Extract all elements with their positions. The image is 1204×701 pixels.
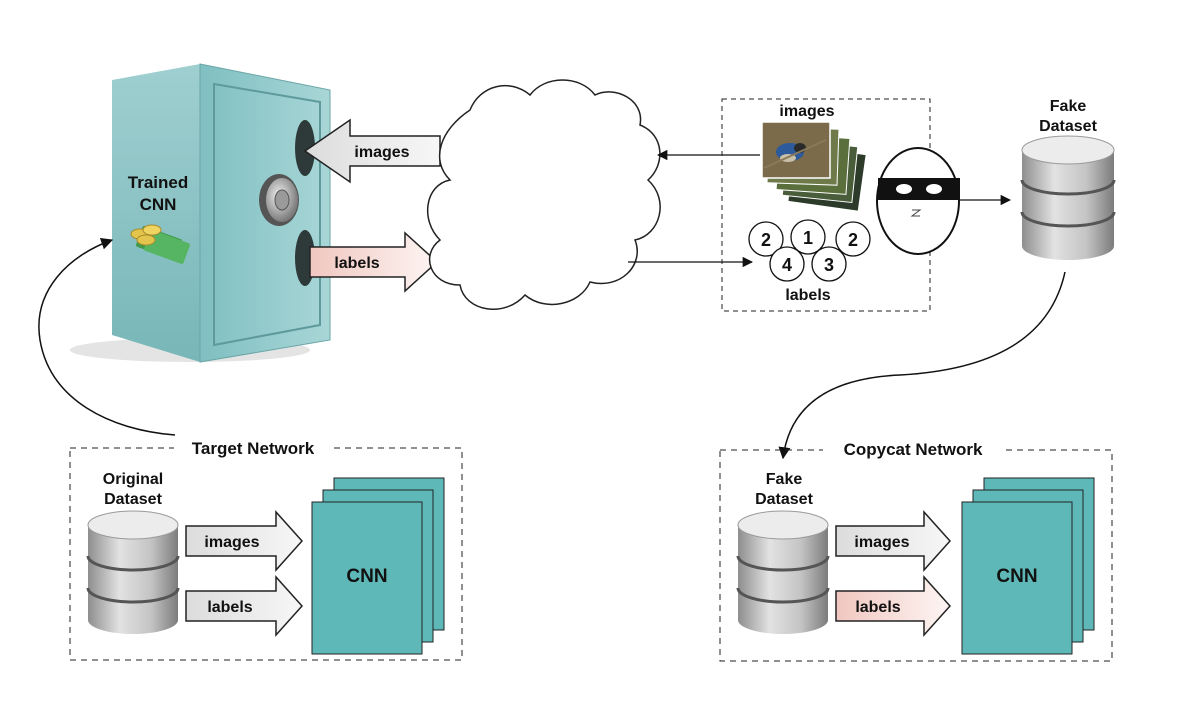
target-labels-label: labels: [207, 599, 252, 616]
copycat-dataset-line1: Fake: [766, 471, 803, 488]
target-network-box: [69, 447, 463, 661]
query-box: [721, 98, 931, 312]
money-icon: [130, 224, 190, 264]
copycat-dataset-database-icon: [736, 510, 830, 634]
label-number: 3: [824, 255, 834, 275]
label-number: 2: [848, 230, 858, 250]
image-stack-icon: [761, 121, 866, 211]
attacker-mask-icon: [876, 147, 960, 255]
copycat-labels-arrow: labels: [835, 575, 952, 637]
label-circle: [790, 219, 826, 255]
dataset-to-copycat-arrow: [778, 271, 1066, 460]
safe-images-label: images: [354, 144, 409, 161]
label-circle: [835, 221, 871, 257]
safe-slot-top: [295, 120, 315, 176]
query-images-label: images: [779, 103, 834, 120]
target-images-arrow: images: [185, 510, 304, 572]
fake-dataset-top-line1: Fake: [1050, 98, 1087, 115]
safe-door-frame: [213, 82, 321, 347]
safe-labels-label: labels: [334, 255, 379, 272]
copycat-network-box: [719, 449, 1113, 662]
safe-dial-icon: [259, 174, 299, 226]
safe-side-panel: [112, 64, 200, 362]
label-number: 4: [782, 255, 792, 275]
cloud-shape: [426, 79, 661, 310]
target-title-bg: [174, 436, 332, 458]
fake-dataset-top-database-icon: [1020, 135, 1116, 260]
copycat-images-arrow: images: [835, 510, 952, 572]
label-circle: [769, 246, 805, 282]
label-number: 1: [803, 228, 813, 248]
copycat-cnn-stack: CNN: [961, 477, 1095, 655]
copycat-title-bg: [823, 438, 1003, 460]
copycat-images-label: images: [854, 534, 909, 551]
safe-title-line2: CNN: [140, 195, 177, 214]
copycat-labels-label: labels: [855, 599, 900, 616]
label-circle: [748, 221, 784, 257]
target-dataset-database-icon: [86, 510, 180, 634]
copycat-cnn-label: CNN: [996, 566, 1037, 587]
label-number: 2: [761, 230, 771, 250]
label-circles: 2 1 2 4 3: [748, 219, 871, 282]
target-labels-arrow: labels: [185, 575, 304, 637]
target-network-title: Target Network: [192, 439, 315, 458]
target-cnn-label: CNN: [346, 566, 387, 587]
label-circle: [811, 246, 847, 282]
target-cnn-stack: CNN: [311, 477, 445, 655]
copycat-dataset-line2: Dataset: [755, 491, 813, 508]
query-labels-label: labels: [785, 287, 830, 304]
target-dataset-line1: Original: [103, 471, 163, 488]
safe-title-line1: Trained: [128, 173, 188, 192]
safe-images-input-arrow: images: [303, 118, 441, 184]
copycat-network-title: Copycat Network: [844, 440, 983, 459]
target-to-safe-arrow: [38, 237, 176, 436]
target-dataset-line2: Dataset: [104, 491, 162, 508]
target-images-label: images: [204, 534, 259, 551]
safe-labels-output-arrow: labels: [309, 231, 439, 293]
fake-dataset-top-line2: Dataset: [1039, 118, 1097, 135]
safe-trained-cnn: Trained CNN: [70, 63, 331, 363]
